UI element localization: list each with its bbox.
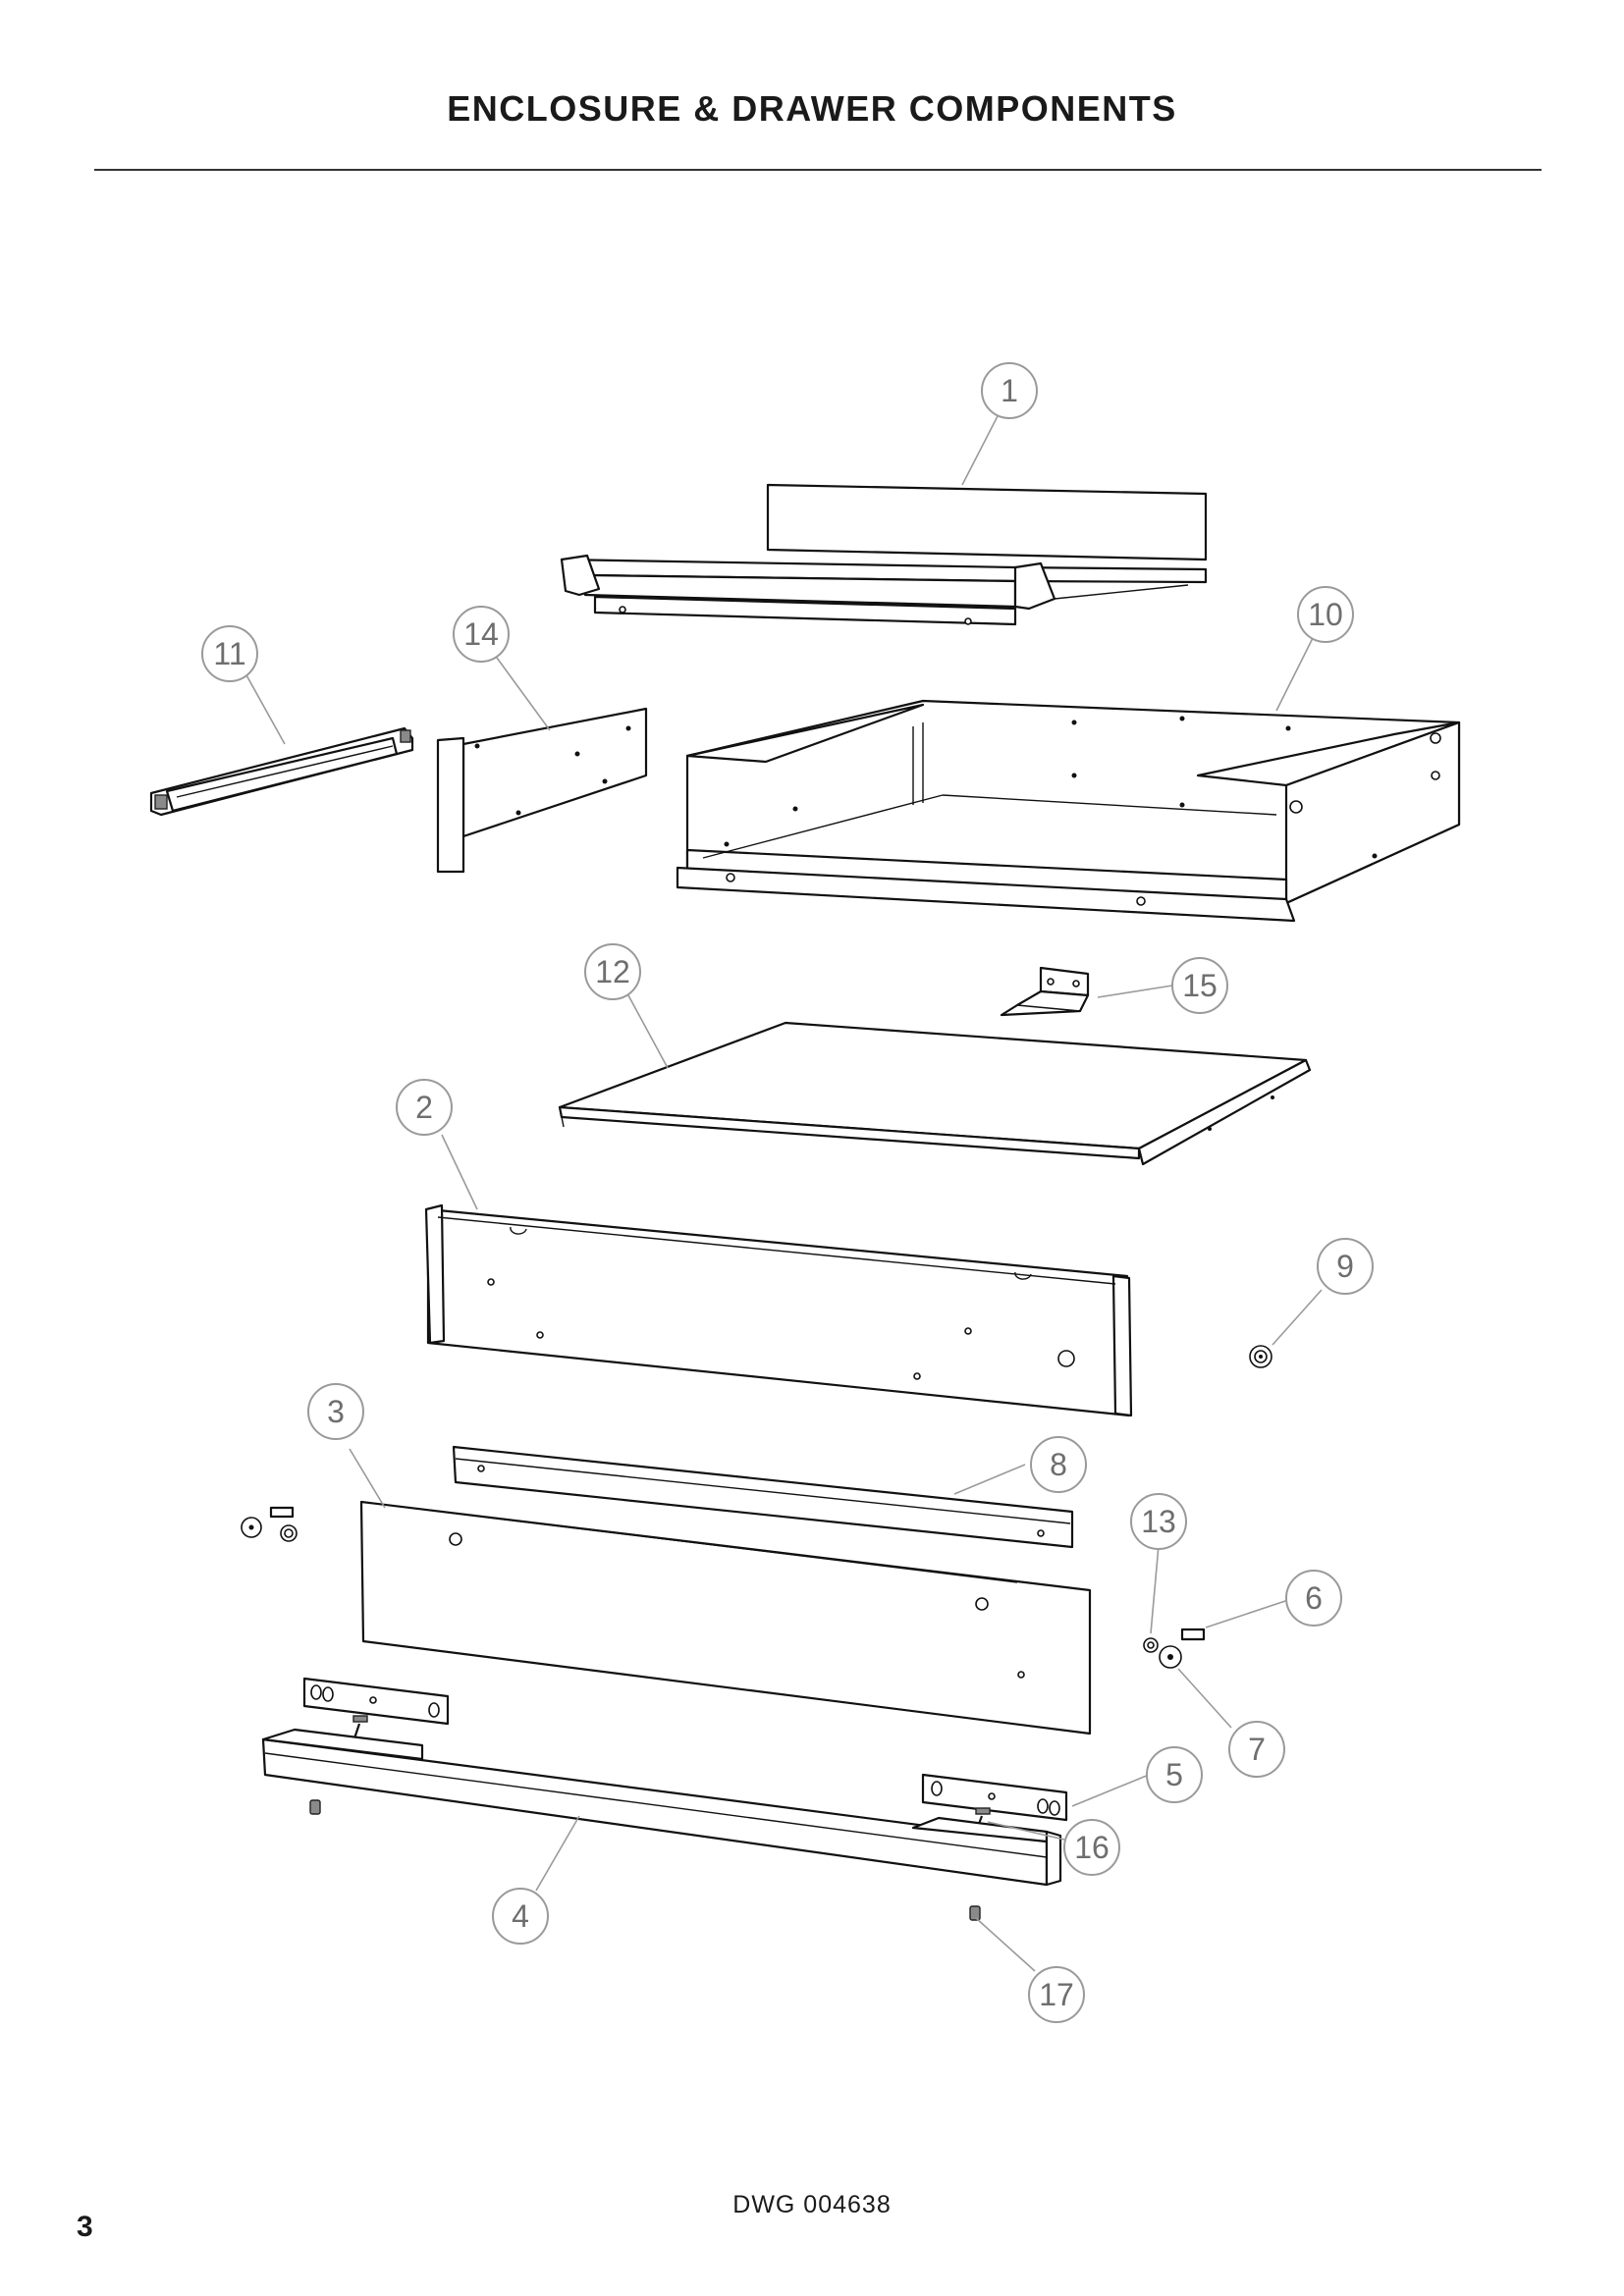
callout-1: 1: [981, 362, 1038, 419]
callout-7-label: 7: [1248, 1732, 1266, 1767]
callout-11-label: 11: [213, 636, 245, 671]
callout-6: 6: [1285, 1570, 1342, 1627]
callout-5-label: 5: [1165, 1757, 1183, 1792]
callout-12-label: 12: [595, 954, 630, 989]
part-8-trim-strip: [452, 1445, 1074, 1549]
callout-3-label: 3: [327, 1394, 345, 1429]
callout-10: 10: [1297, 586, 1354, 643]
right-fastener-set: [1143, 1628, 1206, 1669]
callout-15-label: 15: [1182, 968, 1218, 1003]
callout-13-label: 13: [1141, 1504, 1176, 1539]
callout-4-label: 4: [512, 1898, 529, 1934]
page-number: 3: [77, 2211, 93, 2243]
callout-6-label: 6: [1305, 1580, 1323, 1616]
part-3-front-panel: [359, 1500, 1092, 1735]
callout-17: 17: [1028, 1966, 1085, 2023]
drawing-number: DWG 004638: [732, 2191, 892, 2218]
callout-2-label: 2: [415, 1090, 433, 1125]
callout-11: 11: [201, 625, 258, 682]
part-12-shelf-panel: [558, 1021, 1312, 1166]
left-fastener-set: [241, 1506, 298, 1542]
part-15-bracket: [1000, 966, 1090, 1017]
callout-4: 4: [492, 1888, 549, 1945]
callout-7: 7: [1228, 1721, 1285, 1778]
part-10-enclosure: [676, 699, 1461, 923]
page-title: ENCLOSURE & DRAWER COMPONENTS: [447, 88, 1177, 129]
callout-17-label: 17: [1039, 1977, 1074, 2012]
part-4-handle: [261, 1728, 1062, 1887]
callout-12: 12: [584, 943, 641, 1000]
part-14-side-panel: [436, 707, 648, 874]
callout-14-label: 14: [463, 616, 499, 652]
callout-2: 2: [396, 1079, 453, 1136]
callout-9-label: 9: [1336, 1249, 1354, 1284]
part-9-grommet: [1249, 1345, 1272, 1368]
callout-8: 8: [1030, 1436, 1087, 1493]
part-11-slide-rail: [149, 726, 414, 817]
callout-8-label: 8: [1050, 1447, 1067, 1482]
callout-14: 14: [453, 606, 510, 663]
part-5-right-bracket: [921, 1773, 1068, 1822]
part-17-posts: [309, 1799, 981, 1921]
callout-16-label: 16: [1074, 1830, 1110, 1865]
part-1-drawer-tray: [560, 483, 1208, 626]
callout-13: 13: [1130, 1493, 1187, 1550]
title-divider: [94, 169, 1542, 171]
part-2-drawer-box: [424, 1203, 1133, 1417]
callout-15: 15: [1171, 957, 1228, 1014]
callout-16: 16: [1063, 1819, 1120, 1876]
callout-5: 5: [1146, 1746, 1203, 1803]
callout-3: 3: [307, 1383, 364, 1440]
leader-lines: [244, 411, 1323, 1972]
callout-9: 9: [1317, 1238, 1374, 1295]
part-5-left-bracket: [302, 1677, 450, 1726]
callout-10-label: 10: [1308, 597, 1343, 632]
callout-1-label: 1: [1001, 373, 1018, 408]
